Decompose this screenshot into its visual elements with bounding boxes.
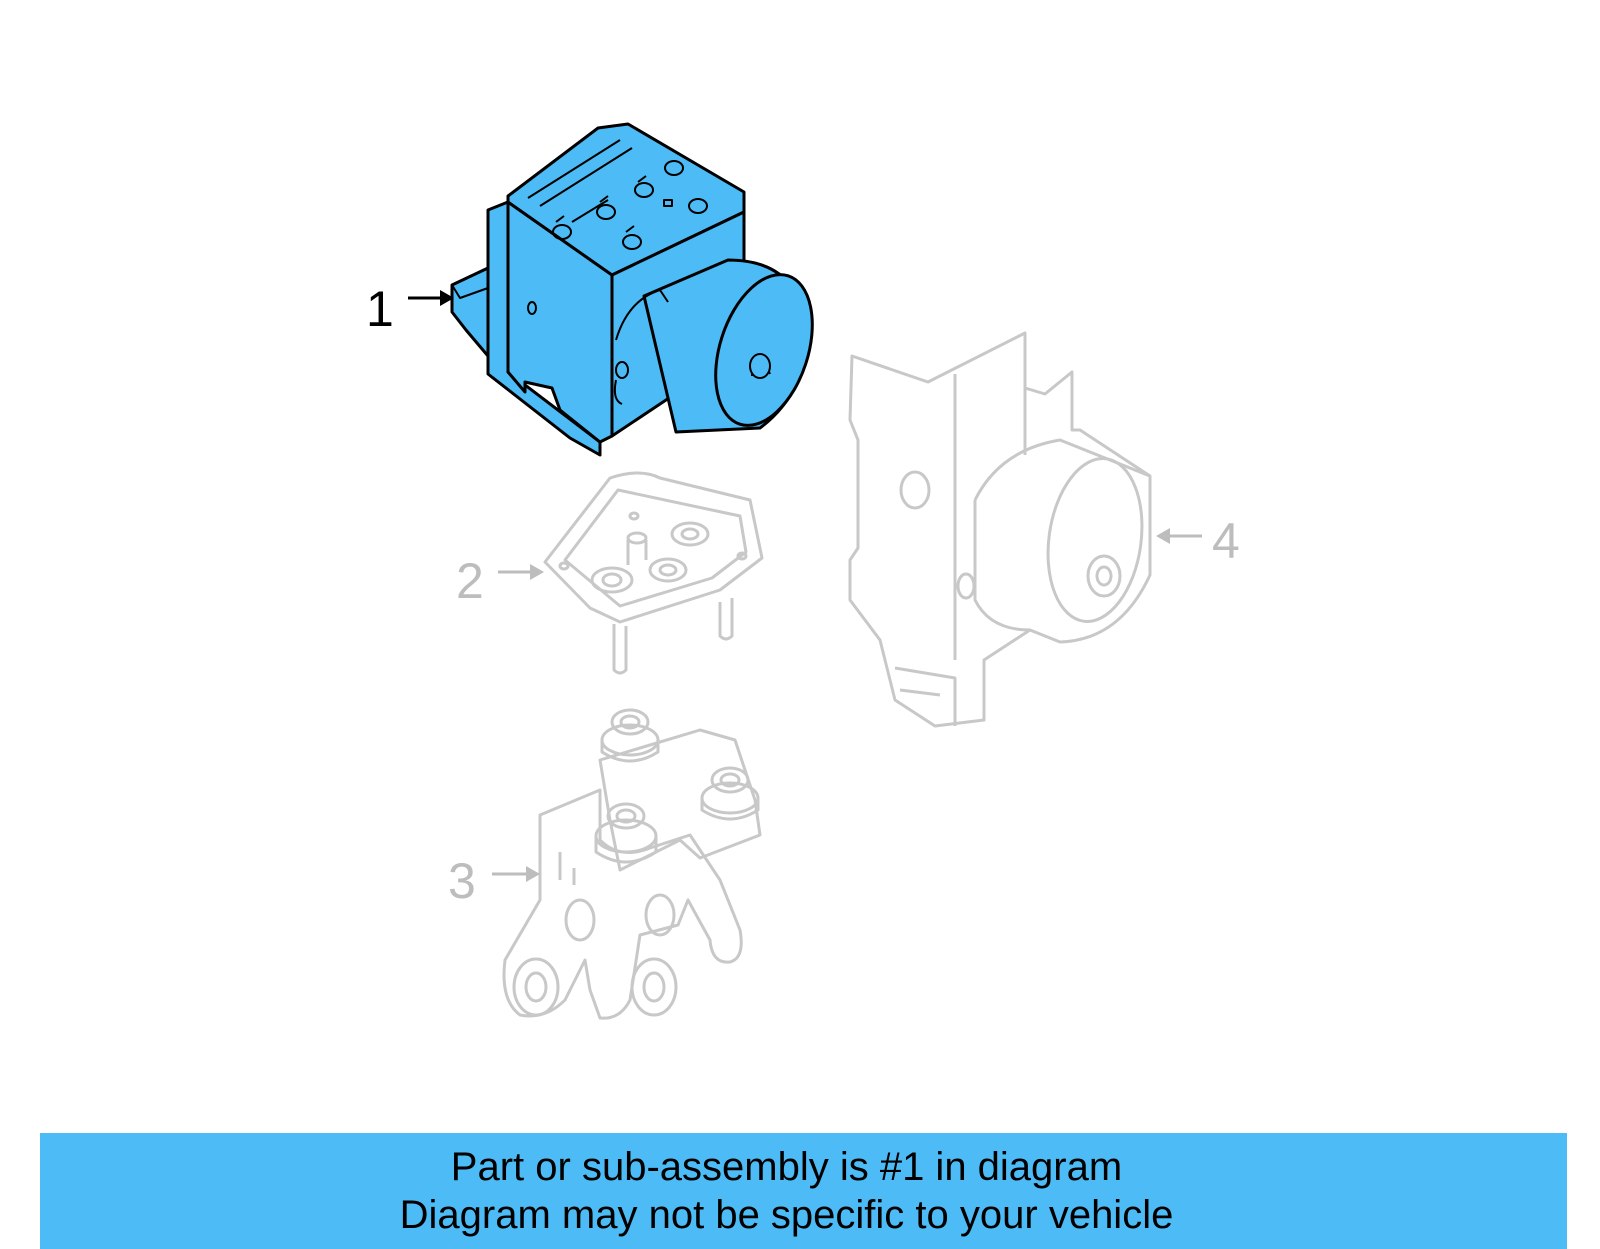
part-2-mounting-plate[interactable] bbox=[543, 471, 764, 675]
callout-arrow-3 bbox=[492, 866, 540, 882]
banner-line-part-number: Part or sub-assembly is #1 in diagram bbox=[450, 1145, 1123, 1189]
banner-line-disclaimer: Diagram may not be specific to your vehi… bbox=[399, 1193, 1174, 1237]
callout-arrow-1 bbox=[408, 290, 454, 306]
part-3-support-bracket[interactable] bbox=[502, 708, 762, 1020]
info-banner: Part or sub-assembly is #1 in diagram Di… bbox=[40, 1133, 1567, 1249]
callout-arrow-2 bbox=[498, 564, 544, 580]
part-4-abs-assembly[interactable] bbox=[848, 331, 1152, 728]
part-1-abs-unit[interactable] bbox=[450, 122, 830, 457]
callout-label-3[interactable]: 3 bbox=[448, 853, 476, 909]
callout-label-4[interactable]: 4 bbox=[1212, 513, 1240, 569]
callout-label-2[interactable]: 2 bbox=[456, 553, 484, 609]
callout-arrow-4 bbox=[1156, 528, 1202, 544]
callout-label-1[interactable]: 1 bbox=[366, 281, 394, 337]
